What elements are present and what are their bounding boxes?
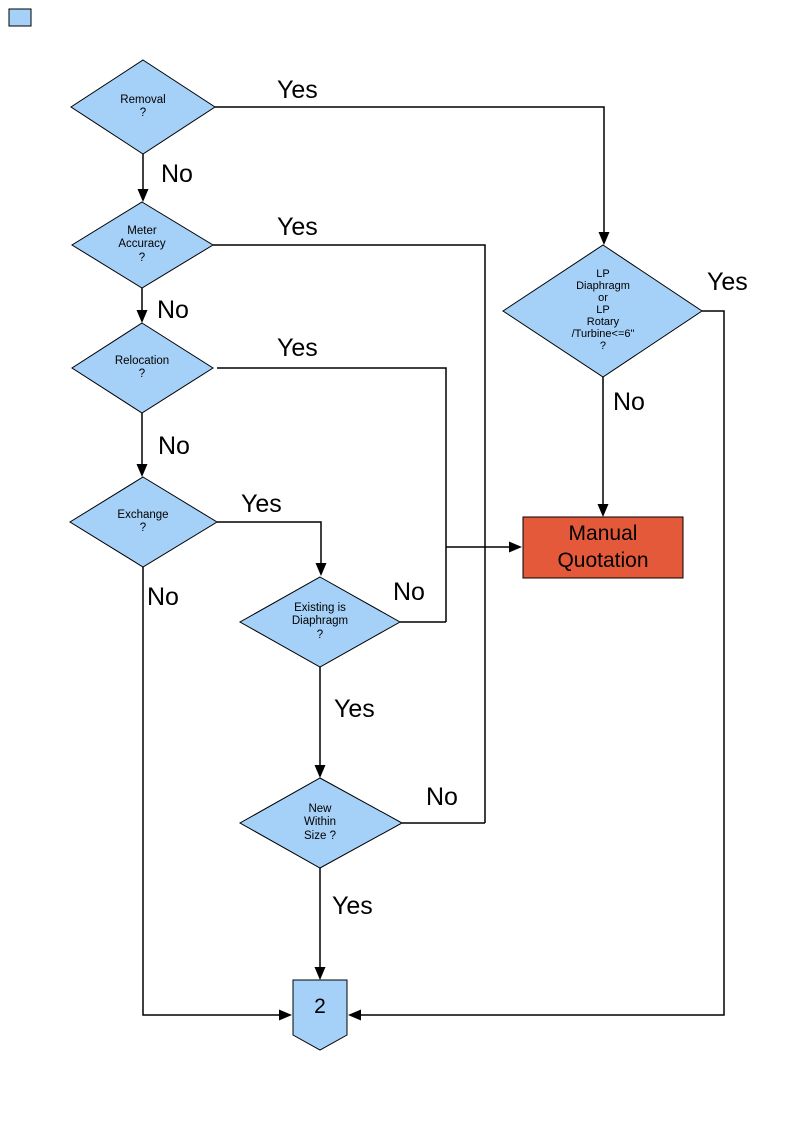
node-existing-diaphragm-shape (238, 576, 402, 668)
arrowhead-into-lp-meter (598, 232, 610, 245)
edge-removal-yes (215, 106, 605, 241)
node-connector-2-shape (292, 979, 348, 1051)
arrowhead-into-existing (315, 563, 327, 576)
edge-meter-accuracy-yes (213, 244, 486, 823)
node-removal-shape (70, 59, 216, 155)
node-lp-meter-shape (502, 244, 703, 378)
arrowhead-into-connector-left (279, 1009, 292, 1021)
arrowhead-into-manual-left (509, 541, 522, 553)
node-relocation-shape (71, 322, 214, 414)
node-exchange-shape (69, 476, 218, 568)
node-shapes (8, 8, 703, 1051)
arrowhead-into-meter-accuracy (137, 189, 149, 202)
edge-relocation-yes (217, 367, 447, 622)
node-meter-accuracy-shape (71, 201, 214, 289)
edge-exchange-yes (217, 521, 322, 569)
arrowhead-into-manual-top (597, 504, 609, 517)
arrowhead-into-exchange (136, 464, 148, 477)
node-new-within-size-shape (238, 777, 404, 869)
node-manual-quotation-shape (522, 516, 684, 579)
arrowhead-into-connector-top (314, 967, 326, 980)
corner-marker (8, 8, 32, 27)
edge-exchange-no (142, 567, 289, 1016)
edge-lp-yes (352, 310, 725, 1016)
arrowhead-into-relocation (136, 310, 148, 323)
arrowheads (136, 189, 610, 1021)
arrowhead-into-connector-right (348, 1009, 361, 1021)
connector-lines (141, 106, 725, 1016)
arrowhead-into-new-within (314, 765, 326, 778)
